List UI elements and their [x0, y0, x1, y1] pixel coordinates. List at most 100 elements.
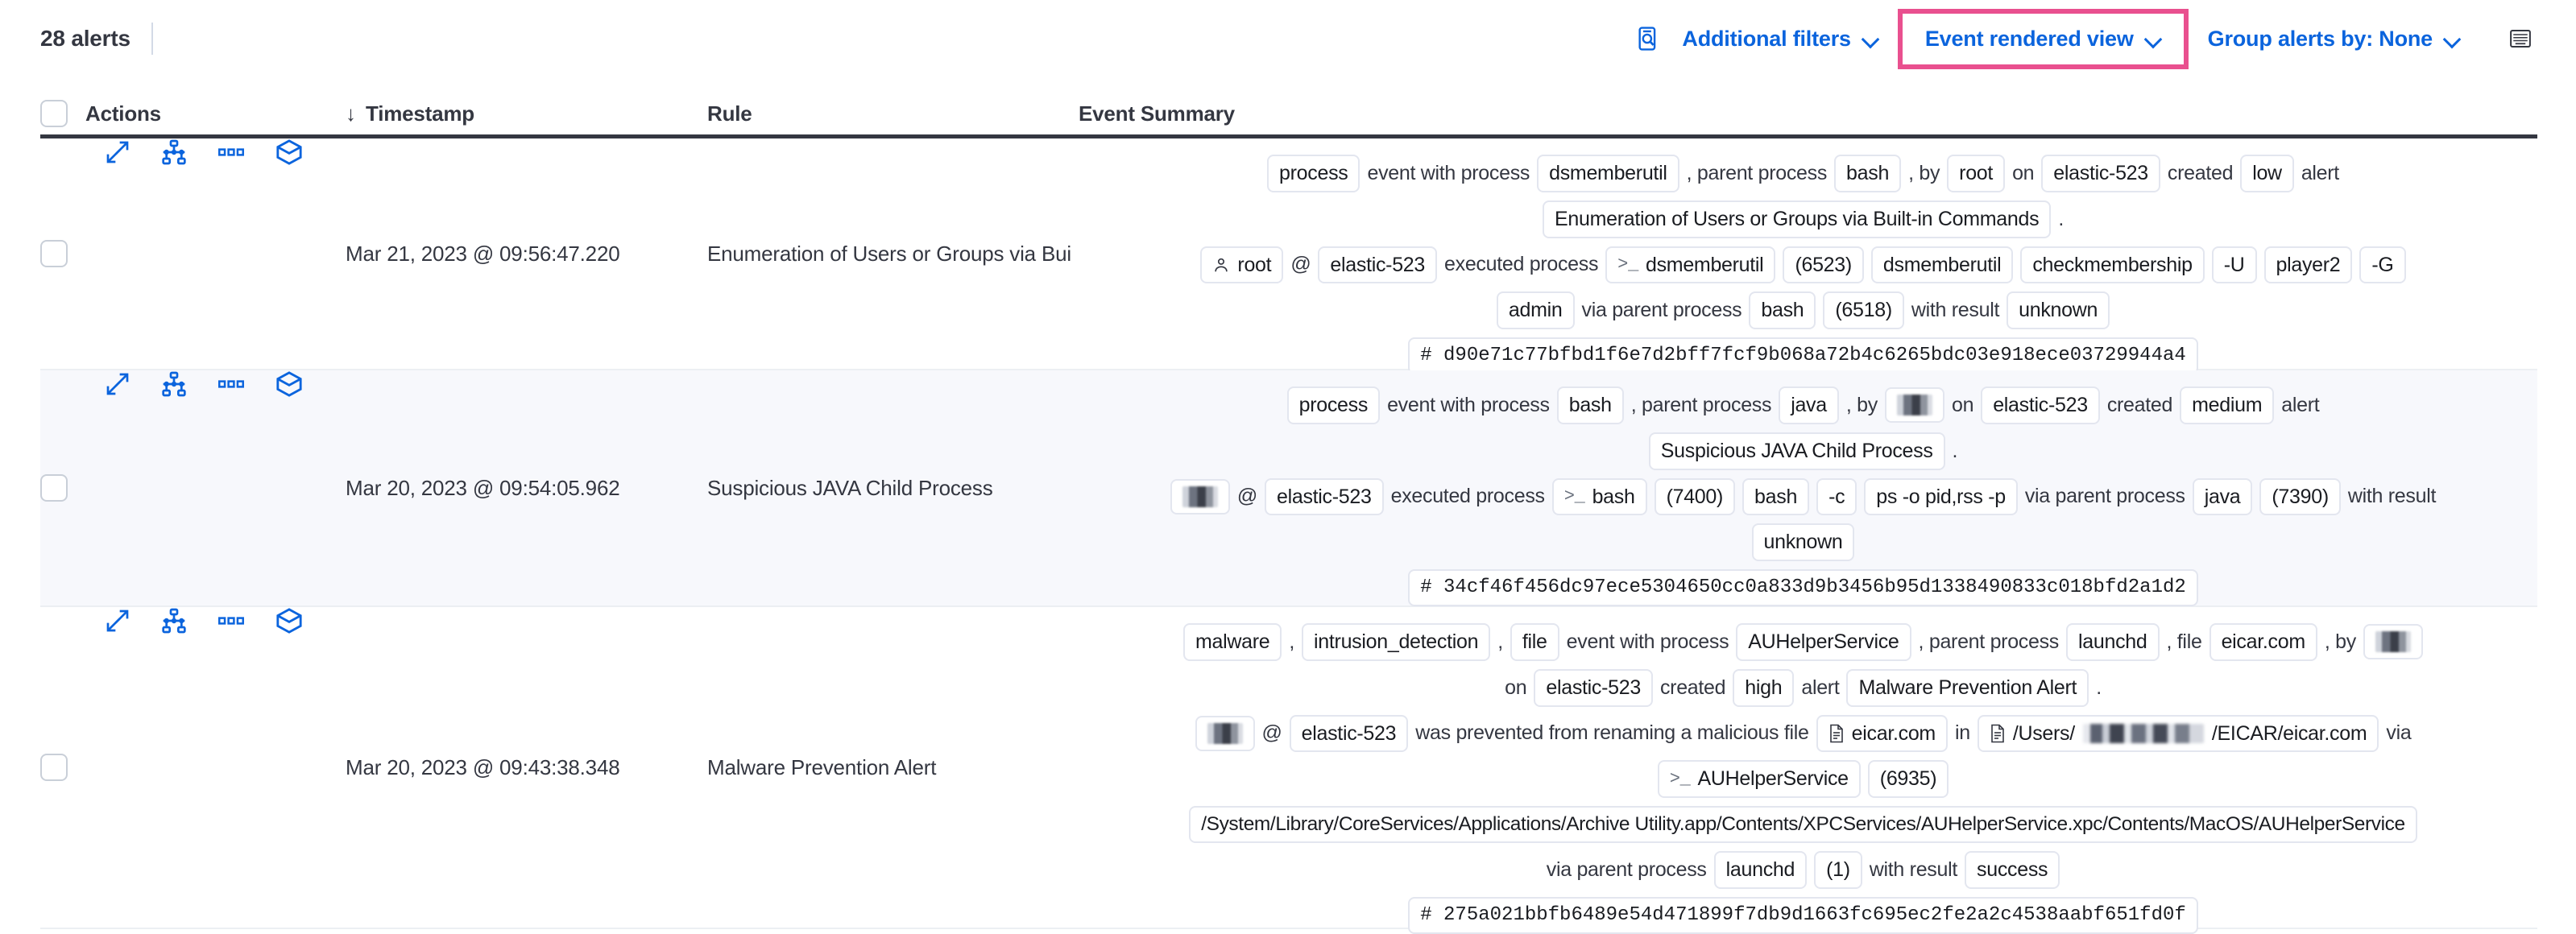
- summary-chip[interactable]: (7400): [1654, 477, 1736, 516]
- summary-chip[interactable]: bash: [1749, 291, 1816, 329]
- summary-chip[interactable]: Enumeration of Users or Groups via Built…: [1543, 200, 2052, 238]
- summary-chip[interactable]: dsmemberutil: [1537, 155, 1679, 192]
- group-alerts-by-button[interactable]: Group alerts by: None: [2197, 22, 2471, 56]
- summary-chip[interactable]: (7390): [2259, 477, 2341, 516]
- summary-chip[interactable]: elastic-523: [1534, 668, 1653, 707]
- summary-text: with result: [1869, 858, 1958, 882]
- summary-chip[interactable]: >_dsmemberutil: [1605, 246, 1776, 284]
- summary-chip[interactable]: ps -o pid,rss -p: [1864, 477, 2018, 516]
- summary-chip[interactable]: process: [1286, 386, 1381, 424]
- row-select-checkbox[interactable]: [40, 240, 68, 267]
- summary-chip[interactable]: elastic-523: [1289, 714, 1409, 753]
- summary-chip[interactable]: elastic-523: [1318, 246, 1438, 284]
- summary-chip[interactable]: AUHelperService: [1736, 623, 1911, 661]
- expand-icon[interactable]: [105, 371, 130, 397]
- summary-chip[interactable]: elastic-523: [2041, 155, 2160, 192]
- summary-chip[interactable]: dsmemberutil: [1870, 246, 2014, 284]
- column-header-rule[interactable]: Rule: [707, 101, 1079, 126]
- more-actions-icon[interactable]: [217, 371, 245, 397]
- summary-chip[interactable]: unknown: [2007, 291, 2110, 329]
- summary-chip[interactable]: (6523): [1783, 246, 1864, 284]
- summary-chip[interactable]: malware: [1183, 623, 1282, 661]
- summary-chip[interactable]: (1): [1814, 851, 1862, 889]
- summary-chip[interactable]: process: [1267, 155, 1360, 192]
- chip-label: (6935): [1879, 767, 1937, 791]
- summary-chip[interactable]: root: [1200, 246, 1284, 284]
- session-view-icon[interactable]: [161, 139, 187, 165]
- summary-text: , parent process: [1686, 161, 1828, 184]
- summary-chip[interactable]: # 34cf46f456dc97ece5304650cc0a833d9b3456…: [1408, 569, 2198, 606]
- summary-text: executed process: [1444, 253, 1599, 276]
- chip-label: malware: [1195, 630, 1270, 653]
- summary-chip[interactable]: admin: [1496, 291, 1575, 329]
- summary-chip[interactable]: -c: [1816, 477, 1857, 516]
- column-header-event-summary[interactable]: Event Summary: [1079, 101, 2537, 126]
- summary-chip[interactable]: -G: [2359, 246, 2406, 284]
- event-rendered-view-button[interactable]: Event rendered view: [1914, 22, 2172, 56]
- analyzer-cube-icon[interactable]: [275, 370, 303, 398]
- summary-chip[interactable]: Malware Prevention Alert: [1846, 668, 2089, 707]
- summary-chip[interactable]: >_AUHelperService: [1657, 760, 1861, 798]
- expand-icon[interactable]: [105, 139, 130, 165]
- summary-chip[interactable]: java: [2192, 477, 2253, 516]
- row-select-checkbox[interactable]: [40, 754, 68, 781]
- additional-filters-button[interactable]: Additional filters: [1671, 22, 1889, 56]
- summary-chip[interactable]: low: [2240, 155, 2294, 192]
- summary-chip[interactable]: checkmembership: [2020, 246, 2205, 284]
- chip-label: file: [1522, 630, 1547, 653]
- summary-chip[interactable]: root: [1947, 155, 2006, 192]
- redacted-value-chip[interactable]: [1884, 387, 1944, 424]
- chip-label: high: [1745, 676, 1783, 699]
- summary-chip[interactable]: eicar.com: [2209, 623, 2317, 661]
- summary-chip[interactable]: file: [1510, 623, 1559, 661]
- keyboard-shortcuts-button[interactable]: [2500, 22, 2541, 56]
- table-row[interactable]: Mar 20, 2023 @ 09:54:05.962 Suspicious J…: [40, 370, 2537, 607]
- summary-chip[interactable]: # 275a021bbfb6489e54d471899f7db9d1663fc6…: [1408, 896, 2198, 934]
- summary-chip[interactable]: bash: [1834, 155, 1902, 192]
- chip-label: launchd: [2078, 630, 2147, 653]
- summary-chip[interactable]: /Users//EICAR/eicar.com: [1977, 714, 2379, 753]
- expand-icon[interactable]: [105, 608, 130, 634]
- summary-chip[interactable]: elastic-523: [1981, 386, 2100, 424]
- summary-chip[interactable]: -U: [2211, 246, 2257, 284]
- summary-chip[interactable]: (6935): [1867, 760, 1949, 798]
- summary-chip[interactable]: launchd: [2066, 623, 2160, 661]
- summary-chip[interactable]: /System/Library/CoreServices/Application…: [1189, 806, 2417, 844]
- summary-chip[interactable]: success: [1965, 851, 2060, 889]
- summary-chip[interactable]: player2: [2263, 246, 2353, 284]
- redacted-value-chip[interactable]: [2363, 624, 2423, 660]
- analyzer-cube-icon[interactable]: [275, 607, 303, 634]
- summary-chip[interactable]: high: [1733, 668, 1795, 707]
- summary-chip[interactable]: # d90e71c77bfbd1f6e7d2bff7fcf9b068a72b4c…: [1408, 337, 2198, 374]
- session-view-icon[interactable]: [161, 608, 187, 634]
- summary-chip[interactable]: Suspicious JAVA Child Process: [1648, 432, 1945, 470]
- summary-chip[interactable]: bash: [1556, 386, 1624, 424]
- table-row[interactable]: Mar 21, 2023 @ 09:56:47.220 Enumeration …: [40, 138, 2537, 374]
- more-actions-icon[interactable]: [217, 139, 245, 165]
- column-header-actions[interactable]: Actions: [85, 101, 346, 126]
- summary-chip[interactable]: unknown: [1751, 523, 1855, 561]
- summary-chip[interactable]: java: [1779, 386, 1839, 424]
- chip-label: # 34cf46f456dc97ece5304650cc0a833d9b3456…: [1420, 577, 2186, 598]
- analyzer-cube-icon[interactable]: [275, 138, 303, 166]
- select-all-checkbox[interactable]: [40, 100, 68, 127]
- summary-text: on: [1505, 676, 1527, 699]
- summary-chip[interactable]: eicar.com: [1816, 714, 1948, 753]
- summary-chip[interactable]: >_bash: [1551, 477, 1647, 516]
- summary-chip[interactable]: intrusion_detection: [1302, 623, 1491, 661]
- more-actions-icon[interactable]: [217, 608, 245, 634]
- summary-text: @: [1236, 485, 1257, 508]
- redacted-value-chip[interactable]: [1170, 478, 1230, 515]
- summary-chip[interactable]: launchd: [1713, 851, 1808, 889]
- row-select-checkbox[interactable]: [40, 474, 68, 502]
- column-header-timestamp[interactable]: ↓Timestamp: [346, 101, 707, 126]
- summary-chip[interactable]: (6518): [1823, 291, 1904, 329]
- session-view-icon[interactable]: [161, 371, 187, 397]
- table-row[interactable]: Mar 20, 2023 @ 09:43:38.348 Malware Prev…: [40, 607, 2537, 934]
- redacted-value-chip[interactable]: [1195, 715, 1255, 751]
- summary-chip[interactable]: elastic-523: [1264, 477, 1384, 516]
- summary-line: # d90e71c77bfbd1f6e7d2bff7fcf9b068a72b4c…: [1079, 337, 2528, 374]
- inspect-search-icon-button[interactable]: [1627, 20, 1671, 57]
- summary-chip[interactable]: bash: [1742, 477, 1810, 516]
- summary-chip[interactable]: medium: [2180, 386, 2275, 424]
